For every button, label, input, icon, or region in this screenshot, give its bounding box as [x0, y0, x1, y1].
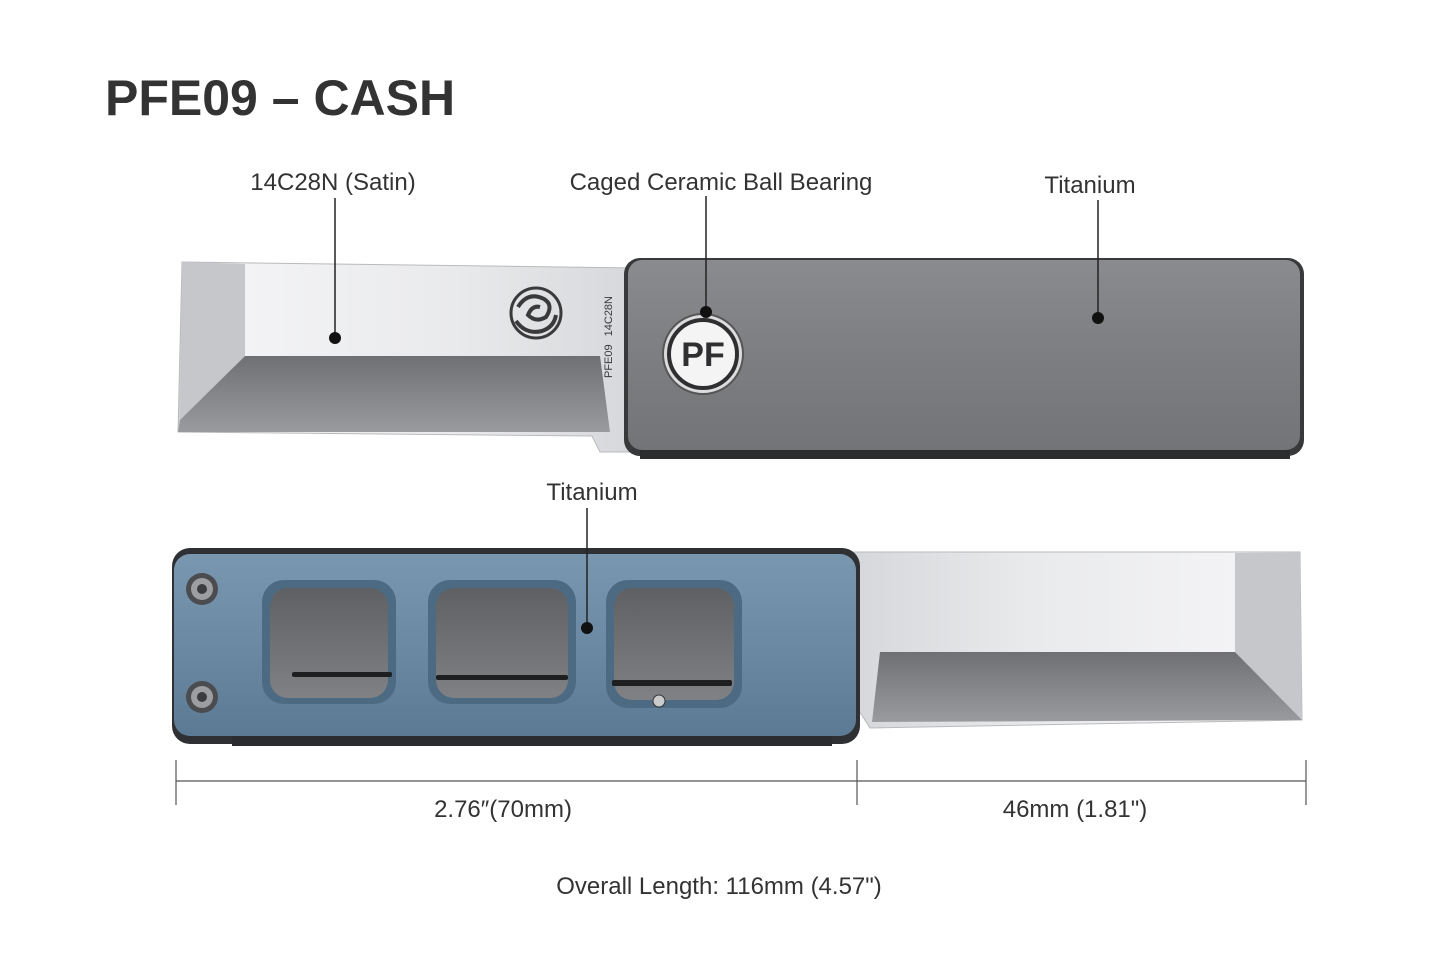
- svg-text:PF: PF: [681, 336, 724, 374]
- pivot-logo-icon: PF: [662, 313, 744, 395]
- blade-logo-icon: [509, 286, 563, 340]
- bottom-blade: [849, 551, 1303, 729]
- top-blade: [177, 261, 641, 453]
- bottom-knife: [172, 548, 1303, 746]
- screw-icon: [186, 681, 218, 713]
- bearing-label: Caged Ceramic Ball Bearing: [569, 169, 873, 196]
- callout-leaders: [334, 196, 1099, 628]
- overall-length-label: Overall Length: 116mm (4.57"): [556, 873, 882, 900]
- screw-icon: [186, 573, 218, 605]
- product-title: PFE09 – CASH: [105, 70, 456, 126]
- bottom-handle-spine: [232, 736, 832, 746]
- front-handle-material-label: Titanium: [1044, 172, 1136, 199]
- blade-steel-label: 14C28N (Satin): [250, 169, 416, 196]
- handle-window: [606, 580, 742, 708]
- callout-dots: [329, 306, 1104, 634]
- blade-stamp: PFE0914C28N: [603, 296, 615, 378]
- blade-length-label: 46mm (1.81"): [1002, 796, 1148, 823]
- back-handle-material-label: Titanium: [546, 479, 638, 506]
- dimension-lines: [175, 760, 1307, 805]
- handle-length-label: 2.76″(70mm): [434, 796, 572, 823]
- top-handle-spine: [640, 450, 1290, 459]
- top-knife: PFE0914C28N PF: [177, 258, 1304, 459]
- handle-window: [262, 580, 396, 704]
- handle-window: [428, 580, 576, 704]
- top-handle-scale: [628, 260, 1300, 450]
